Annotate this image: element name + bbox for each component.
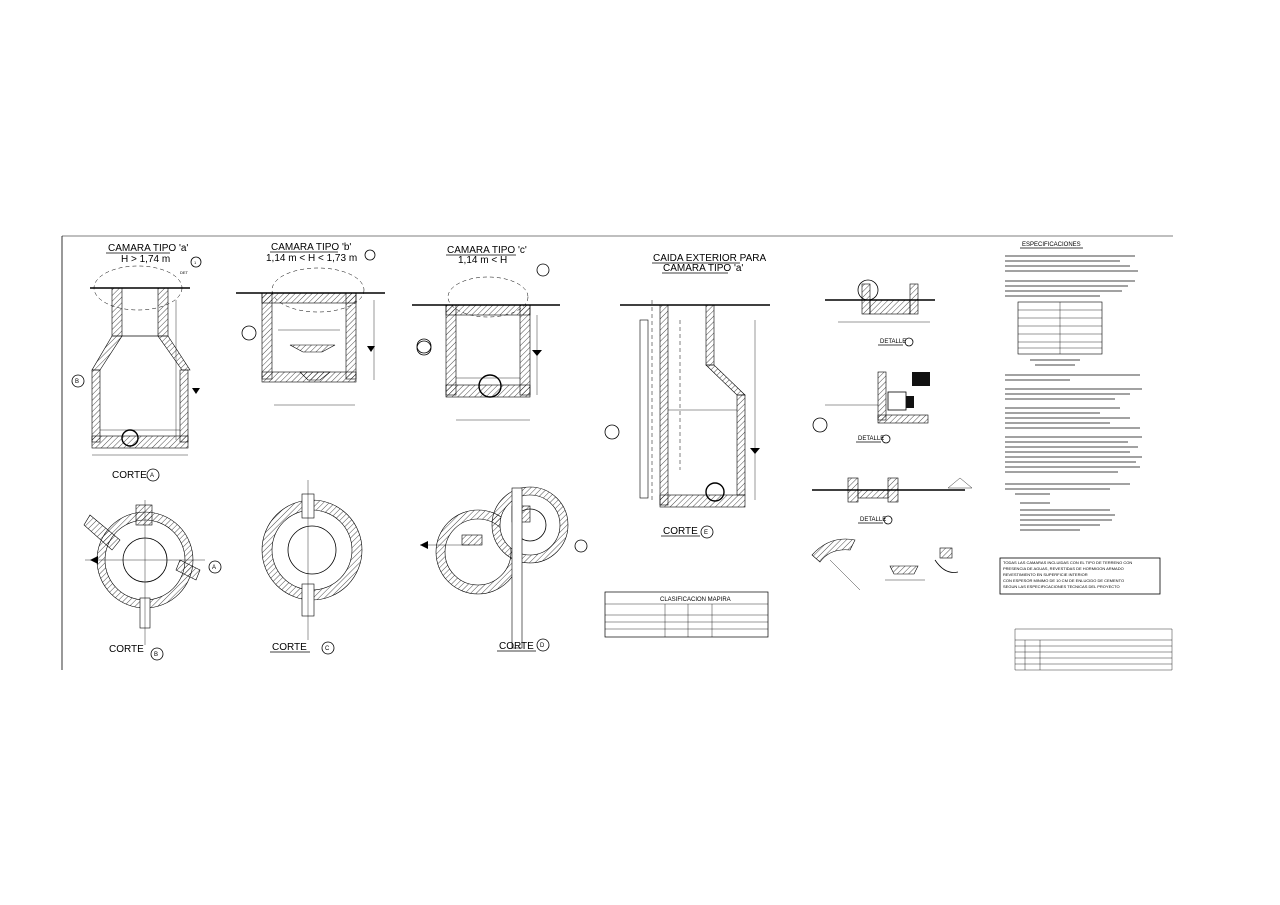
clasificacion-title: CLASIFICACION MAPIRA	[660, 597, 731, 603]
det-number-1: 1	[194, 260, 197, 265]
detalle-3: DETALLE	[812, 477, 973, 525]
specs-box-line-2: PRESENCIA DE AGUAS, REVESTIDAS DE HORMIG…	[1003, 566, 1124, 571]
specs-box-line-4: CON ESPESOR MINIMO DE 10 CM DE ENLUCIDO …	[1003, 578, 1124, 583]
section-marker-b: B	[75, 379, 79, 385]
corte-e-label: CORTE	[663, 526, 698, 537]
corte-a-label: CORTE	[112, 470, 147, 481]
corte-b-label: CORTE	[109, 644, 144, 655]
detalle-2: DETALLE	[812, 371, 930, 444]
corte-c-label: CORTE	[272, 642, 307, 653]
title-block	[1014, 628, 1173, 671]
corte-c-plan: CORTE C	[261, 480, 363, 655]
detalle-1: DETALLE	[825, 279, 935, 347]
detalle-1-label: DETALLE	[880, 339, 906, 345]
camara-c-section: CAMARA TIPO 'c' 1,14 m < H	[412, 245, 560, 421]
camara-a-title: CAMARA TIPO 'a'	[108, 243, 188, 254]
specs-title: ESPECIFICACIONES	[1022, 242, 1081, 248]
specs-box-line-1: TODAS LAS CAMARAS INCLUIDAS CON EL TIPO …	[1003, 560, 1132, 565]
specifications: ESPECIFICACIONES	[999, 242, 1161, 595]
camara-b-subtitle: 1,14 m < H < 1,73 m	[266, 253, 357, 264]
camara-a-section: CAMARA TIPO 'a' H > 1,74 m DET 1 B CORTE…	[71, 243, 202, 482]
caida-title-2: CAMARA TIPO 'a'	[663, 263, 743, 274]
detalle-2-label: DETALLE	[858, 436, 884, 442]
camara-c-title: CAMARA TIPO 'c'	[447, 245, 527, 256]
camara-b-section: CAMARA TIPO 'b' 1,14 m < H < 1,73 m	[236, 242, 432, 406]
marker-a-plan: A	[212, 565, 216, 571]
camara-c-subtitle: 1,14 m < H	[458, 255, 507, 266]
caida-exterior-section: CAIDA EXTERIOR PARA CAMARA TIPO 'a' CORT…	[604, 253, 770, 539]
det-tag-a: DET	[180, 270, 189, 275]
caida-title-1: CAIDA EXTERIOR PARA	[653, 253, 767, 264]
corte-b-tag: B	[154, 652, 158, 658]
camara-b-title: CAMARA TIPO 'b'	[271, 242, 351, 253]
camara-a-subtitle: H > 1,74 m	[121, 254, 170, 265]
specs-box-line-5: SEGUN LAS ESPECIFICACIONES TECNICAS DEL …	[1003, 584, 1120, 589]
corte-d-label: CORTE	[499, 641, 534, 652]
corte-d-plan: CORTE D	[420, 486, 588, 652]
corte-e-tag: E	[704, 530, 708, 536]
clasificacion-table: CLASIFICACION MAPIRA	[604, 591, 769, 638]
corte-c-tag: C	[325, 646, 330, 652]
detalle-3-label: DETALLE	[860, 517, 886, 523]
corte-a-tag: A	[150, 473, 154, 479]
corte-d-tag: D	[540, 643, 545, 649]
detalle-4	[811, 538, 959, 591]
specs-box-line-3: REVESTIMIENTO EN SUPERFICIE INTERIOR	[1003, 572, 1088, 577]
corte-b-plan: A CORTE B	[83, 500, 222, 661]
